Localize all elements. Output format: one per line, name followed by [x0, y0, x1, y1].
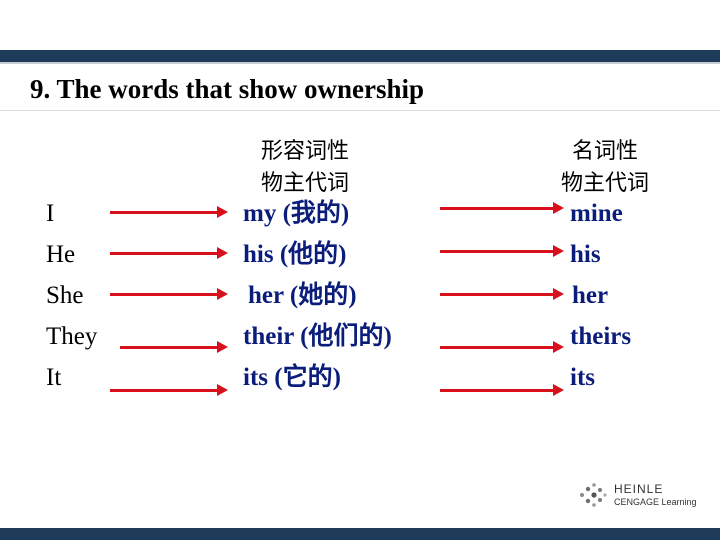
top-divider: [0, 62, 720, 64]
top-band: [0, 0, 720, 50]
arrow-right-icon: [110, 288, 228, 300]
adjective-possessive: their (他们的): [243, 323, 392, 350]
arrow-right-icon: [110, 206, 228, 218]
logo-subtitle: CENGAGE Learning: [614, 497, 697, 507]
header-line: 形容词性: [260, 139, 349, 164]
arrow-right-icon: [440, 288, 564, 300]
adjective-possessive-list: my (我的) his (他的) her (她的) their (他们的) it…: [243, 193, 392, 398]
bottom-accent-bar: [0, 528, 720, 540]
arrow-right-icon: [440, 341, 564, 353]
noun-possessive: mine: [570, 200, 623, 227]
adjective-possessive: her (她的): [248, 282, 357, 309]
adjective-possessive: my (我的): [243, 200, 350, 227]
dot-pattern-icon: [580, 483, 607, 507]
arrow-right-icon: [440, 202, 564, 214]
noun-possessive-header: 名词性 物主代词: [540, 136, 670, 200]
subject-pronoun-list: I He She They It: [46, 193, 97, 398]
arrow-right-icon: [110, 384, 228, 396]
noun-possessive: his: [570, 241, 601, 268]
top-accent-bar: [0, 50, 720, 62]
noun-possessive-list: mine his her theirs its: [570, 193, 631, 398]
subject-pronoun: They: [46, 323, 98, 350]
header-line: 名词性: [571, 139, 638, 164]
noun-possessive: her: [572, 282, 609, 309]
arrow-right-icon: [440, 245, 564, 257]
subject-pronoun: He: [46, 241, 76, 268]
header-line: 物主代词: [260, 171, 349, 196]
adjective-possessive: its (它的): [243, 364, 341, 391]
arrow-right-icon: [110, 247, 228, 259]
title-underline: [0, 110, 720, 111]
adjective-possessive-header: 形容词性 物主代词: [240, 136, 370, 200]
noun-possessive: theirs: [570, 323, 632, 350]
subject-pronoun: I: [46, 200, 55, 227]
slide-title: 9. The words that show ownership: [30, 74, 425, 104]
logo-name: HEINLE: [614, 482, 664, 496]
arrow-right-icon: [440, 384, 564, 396]
subject-pronoun: It: [46, 364, 62, 391]
adjective-possessive: his (他的): [243, 241, 347, 268]
arrow-right-icon: [120, 341, 228, 353]
noun-possessive: its: [570, 364, 595, 391]
header-line: 物主代词: [560, 171, 649, 196]
publisher-logo: HEINLE CENGAGE Learning: [578, 480, 713, 510]
subject-pronoun: She: [46, 282, 84, 309]
